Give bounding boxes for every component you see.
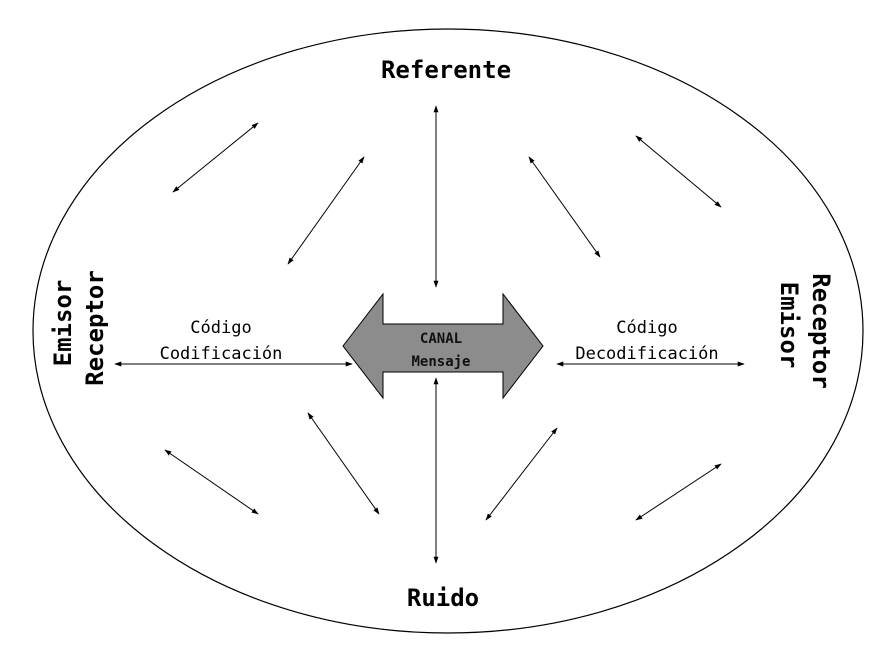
right-receptor-label: Receptor [807,273,835,389]
referente-label: Referente [381,56,511,84]
arrow-bottom-left-inner [307,412,380,515]
arrow-bottom-right-outer [635,463,722,521]
left-emisor-label: Emisor [49,280,77,367]
arrow-top-right-inner [528,156,601,258]
arrow-top-right-outer [635,135,722,208]
canal-double-arrow [342,292,544,400]
left-receptor-label: Receptor [81,270,109,386]
right-decodificacion-label: Decodificación [575,344,718,364]
arrow-top-left-inner [287,156,365,265]
outer-ellipse [32,28,864,634]
arrow-top-left-outer [172,122,259,193]
left-codigo-label: Código [190,318,251,338]
left-codificacion-label: Codificación [160,344,283,364]
right-emisor-label: Emisor [775,282,803,369]
arrow-bottom-right-inner [485,427,558,521]
canal-label: CANAL [420,331,462,347]
arrow-bottom-left-outer [164,449,259,515]
right-codigo-label: Código [616,318,677,338]
ruido-label: Ruido [407,584,479,612]
mensaje-label: Mensaje [411,354,470,370]
